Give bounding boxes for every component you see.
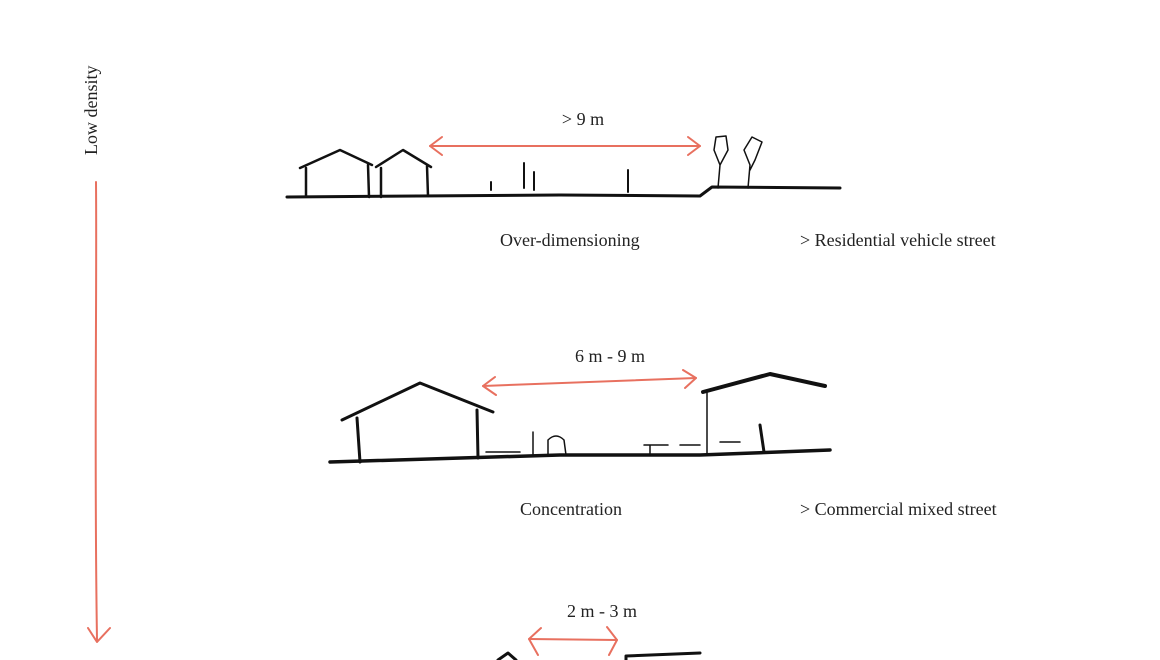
width-arrow bbox=[429, 136, 701, 156]
street-section-sketch bbox=[496, 651, 702, 660]
density-axis-label: Low density bbox=[81, 66, 101, 156]
section-name: Concentration bbox=[520, 499, 622, 519]
width-arrow bbox=[482, 369, 697, 396]
section-residential: > 9 m Over-dimensioning > Residential ve… bbox=[285, 109, 996, 250]
width-label: 2 m - 3 m bbox=[567, 601, 637, 621]
street-section-sketch bbox=[285, 135, 842, 199]
width-label: 6 m - 9 m bbox=[575, 346, 645, 366]
street-type: > Residential vehicle street bbox=[800, 230, 996, 250]
street-section-sketch bbox=[328, 372, 832, 464]
width-arrow bbox=[528, 626, 618, 656]
section-narrow: 2 m - 3 m bbox=[496, 601, 702, 660]
section-name: Over-dimensioning bbox=[500, 230, 640, 250]
street-type: > Commercial mixed street bbox=[800, 499, 997, 519]
width-label: > 9 m bbox=[562, 109, 604, 129]
density-arrow bbox=[87, 181, 111, 643]
section-commercial: 6 m - 9 m Concentration > Commercial mix… bbox=[328, 346, 997, 519]
